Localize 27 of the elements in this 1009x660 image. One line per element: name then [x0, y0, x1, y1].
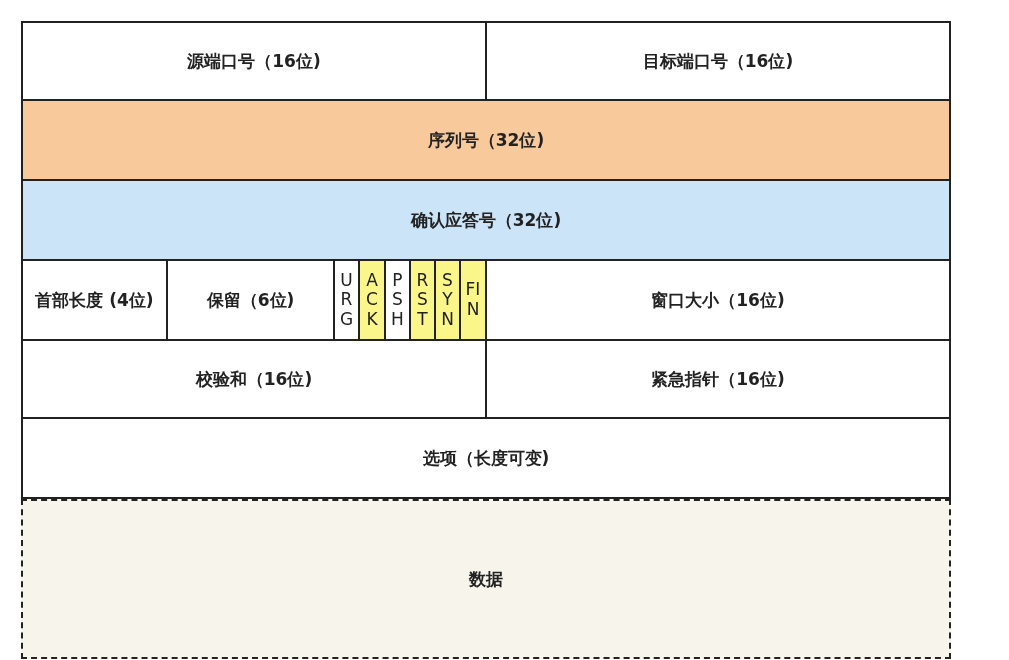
field-band: [21, 417, 951, 499]
flag-box: [409, 259, 436, 341]
flag-box: [358, 259, 386, 341]
field-label: 首部长度 (4位): [35, 288, 154, 312]
field-label: ACK: [365, 270, 379, 330]
data-area: [21, 499, 951, 659]
field-label: FIN: [464, 280, 482, 320]
field-label: 目标端口号（16位): [642, 49, 794, 73]
field-label: RST: [415, 270, 430, 330]
field-label: PSH: [390, 270, 405, 330]
field-band: [21, 179, 951, 261]
field-label: 选项（长度可变): [422, 446, 550, 470]
field-label: 确认应答号（32位): [410, 208, 562, 232]
field-label: 数据: [469, 567, 503, 591]
field-label: 保留（6位): [206, 288, 295, 312]
field-box: [485, 21, 951, 101]
field-label: 序列号（32位): [427, 128, 545, 152]
field-label: 源端口号（16位): [187, 49, 321, 73]
field-label: SYN: [440, 270, 455, 330]
field-label: 窗口大小（16位): [651, 288, 785, 312]
field-label: 紧急指针（16位): [651, 367, 785, 391]
field-label: URG: [338, 270, 355, 330]
flag-box: [459, 259, 487, 341]
field-box: [21, 21, 487, 101]
flag-box: [434, 259, 461, 341]
field-band: [21, 99, 951, 181]
field-label: 校验和（16位): [195, 367, 313, 391]
